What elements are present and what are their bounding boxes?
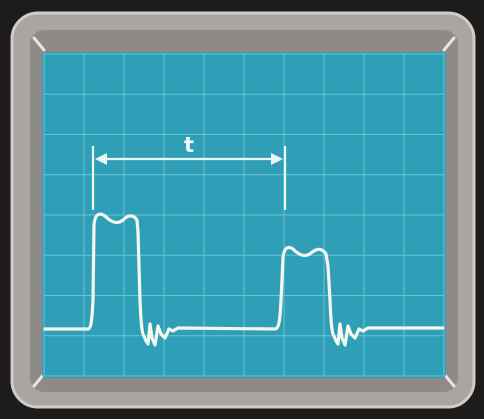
period-label: t	[184, 133, 194, 157]
period-marker-right-arrowhead	[271, 153, 283, 165]
graticule-grid	[43, 53, 445, 377]
period-marker	[91, 146, 287, 210]
period-marker-left-arrowhead	[95, 153, 107, 165]
bezel-corner-marks	[32, 36, 456, 388]
signal-trace	[43, 212, 445, 347]
